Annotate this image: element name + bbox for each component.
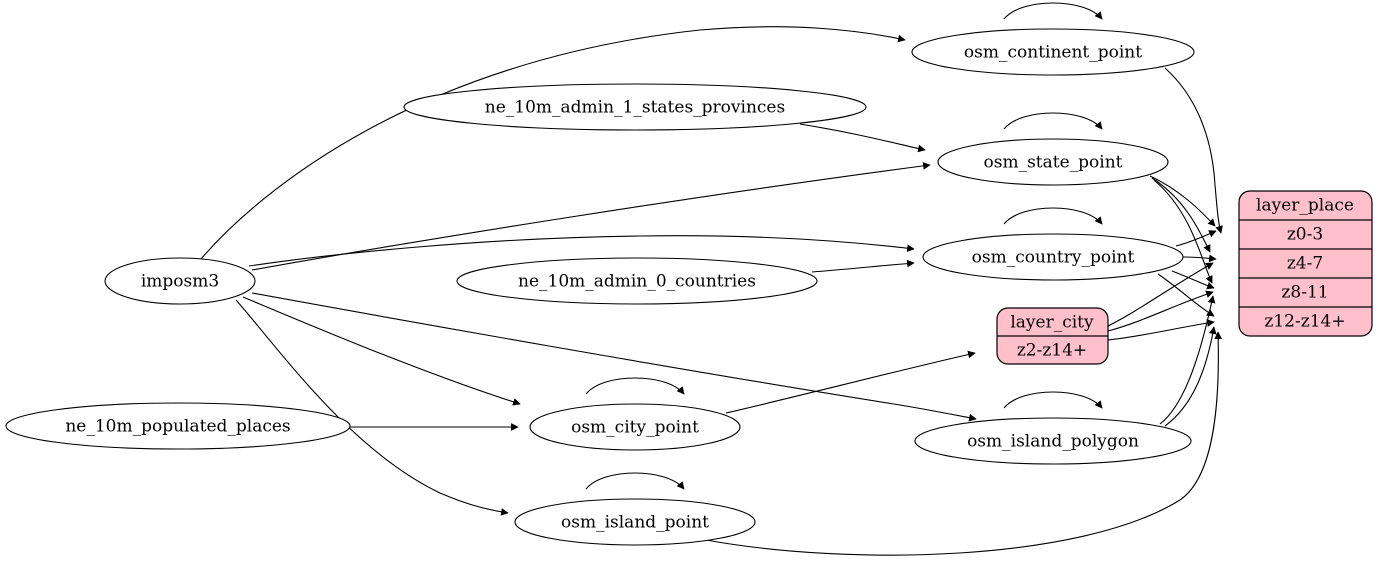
edge-imposm3-to-osm_island_polygon bbox=[251, 292, 977, 422]
node-osm_city_point[interactable]: osm_city_point bbox=[529, 403, 741, 451]
nodes-layer: imposm3 ne_10m_admin_1_states_provinces … bbox=[5, 28, 1195, 546]
edge-osm_state_point-to-layer_place-z0-3 bbox=[1149, 175, 1216, 227]
edge-layer_city-to-layer_place-z8-11 bbox=[1107, 290, 1214, 332]
edges-layer bbox=[200, 2, 1223, 556]
record-layer_place[interactable]: layer_place z0-3 z4-7 z8-11 z12-z14+ bbox=[1238, 190, 1373, 337]
node-label-osm_city_point: osm_city_point bbox=[571, 418, 699, 438]
node-label-osm_state_point: osm_state_point bbox=[984, 153, 1123, 173]
selfloop-osm_island_polygon bbox=[1003, 391, 1103, 409]
edge-osm_continent_point-to-layer_place-z0-3 bbox=[1164, 67, 1223, 234]
edge-osm_state_point-to-layer_place-z8-11 bbox=[1153, 179, 1213, 284]
node-label-osm_country_point: osm_country_point bbox=[972, 248, 1135, 268]
node-ne_10m_admin_0_countries[interactable]: ne_10m_admin_0_countries bbox=[456, 257, 818, 305]
edge-osm_country_point-to-layer_place-z0-3 bbox=[1175, 230, 1217, 247]
record-title-layer_place: layer_place bbox=[1256, 196, 1354, 216]
node-osm_island_point[interactable]: osm_island_point bbox=[514, 498, 756, 546]
node-osm_country_point[interactable]: osm_country_point bbox=[922, 233, 1184, 281]
edge-layer_city-to-layer_place-z12-z14+ bbox=[1107, 319, 1215, 341]
node-osm_island_polygon[interactable]: osm_island_polygon bbox=[914, 417, 1192, 465]
edge-ne_countries-to-osm_country_point bbox=[811, 259, 915, 273]
selfloop-osm_continent_point bbox=[1003, 2, 1103, 20]
selfloop-osm_city_point bbox=[585, 377, 685, 395]
edge-osm_island_polygon-to-layer_place-z8-11 bbox=[1159, 295, 1216, 425]
edge-ne_states-to-osm_state_point bbox=[799, 123, 926, 153]
node-label-ne_10m_populated_places: ne_10m_populated_places bbox=[65, 417, 290, 437]
edge-osm_state_point-to-layer_place-z4-7 bbox=[1151, 177, 1211, 253]
node-ne_10m_admin_1_states_provinces[interactable]: ne_10m_admin_1_states_provinces bbox=[403, 83, 867, 131]
record-row-layer_place-z4-7[interactable]: z4-7 bbox=[1287, 254, 1323, 274]
edge-layer_city-to-layer_place-z4-7 bbox=[1107, 262, 1214, 327]
node-label-osm_island_polygon: osm_island_polygon bbox=[967, 432, 1139, 452]
node-label-ne_10m_admin_1_states_provinces: ne_10m_admin_1_states_provinces bbox=[485, 98, 785, 118]
record-row-layer_place-z8-11[interactable]: z8-11 bbox=[1281, 283, 1328, 303]
record-row-layer_place-z0-3[interactable]: z0-3 bbox=[1287, 225, 1323, 245]
node-imposm3[interactable]: imposm3 bbox=[104, 257, 256, 305]
edge-imposm3-to-osm_continent_point bbox=[200, 26, 906, 260]
selfloop-osm_country_point bbox=[1003, 207, 1103, 225]
record-layer_city[interactable]: layer_city z2-z14+ bbox=[996, 307, 1109, 365]
node-label-osm_island_point: osm_island_point bbox=[561, 513, 709, 533]
selfloop-osm_state_point bbox=[1003, 112, 1103, 130]
node-label-osm_continent_point: osm_continent_point bbox=[964, 43, 1142, 63]
edge-osm_island_point-to-layer_place-z12-z14+ bbox=[705, 331, 1223, 556]
node-label-imposm3: imposm3 bbox=[141, 272, 219, 292]
records-layer: layer_city z2-z14+ layer_place z0-3 z4-7… bbox=[996, 190, 1373, 365]
edge-osm_city_point-to-layer_city bbox=[725, 350, 976, 414]
edge-imposm3-to-osm_country_point bbox=[248, 235, 915, 267]
record-row-layer_city-z2-z14[interactable]: z2-z14+ bbox=[1017, 341, 1087, 361]
edge-imposm3-to-osm_state_point bbox=[251, 162, 931, 271]
edge-imposm3-to-osm_city_point bbox=[242, 296, 521, 406]
record-row-layer_place-z12-z14[interactable]: z12-z14+ bbox=[1264, 312, 1345, 332]
node-osm_continent_point[interactable]: osm_continent_point bbox=[911, 28, 1195, 76]
edge-osm_country_point-to-layer_place-z4-7 bbox=[1182, 254, 1217, 263]
selfloop-osm_island_point bbox=[585, 472, 685, 490]
node-ne_10m_populated_places[interactable]: ne_10m_populated_places bbox=[5, 402, 351, 450]
edge-imposm3-to-osm_island_point bbox=[235, 299, 509, 516]
edge-osm_island_polygon-to-layer_place-z12-z14+ bbox=[1164, 326, 1217, 427]
edge-osm_country_point-to-layer_place-z8-11 bbox=[1171, 270, 1215, 290]
node-osm_state_point[interactable]: osm_state_point bbox=[937, 138, 1169, 186]
record-title-layer_city: layer_city bbox=[1010, 313, 1094, 333]
node-label-ne_10m_admin_0_countries: ne_10m_admin_0_countries bbox=[518, 272, 756, 292]
